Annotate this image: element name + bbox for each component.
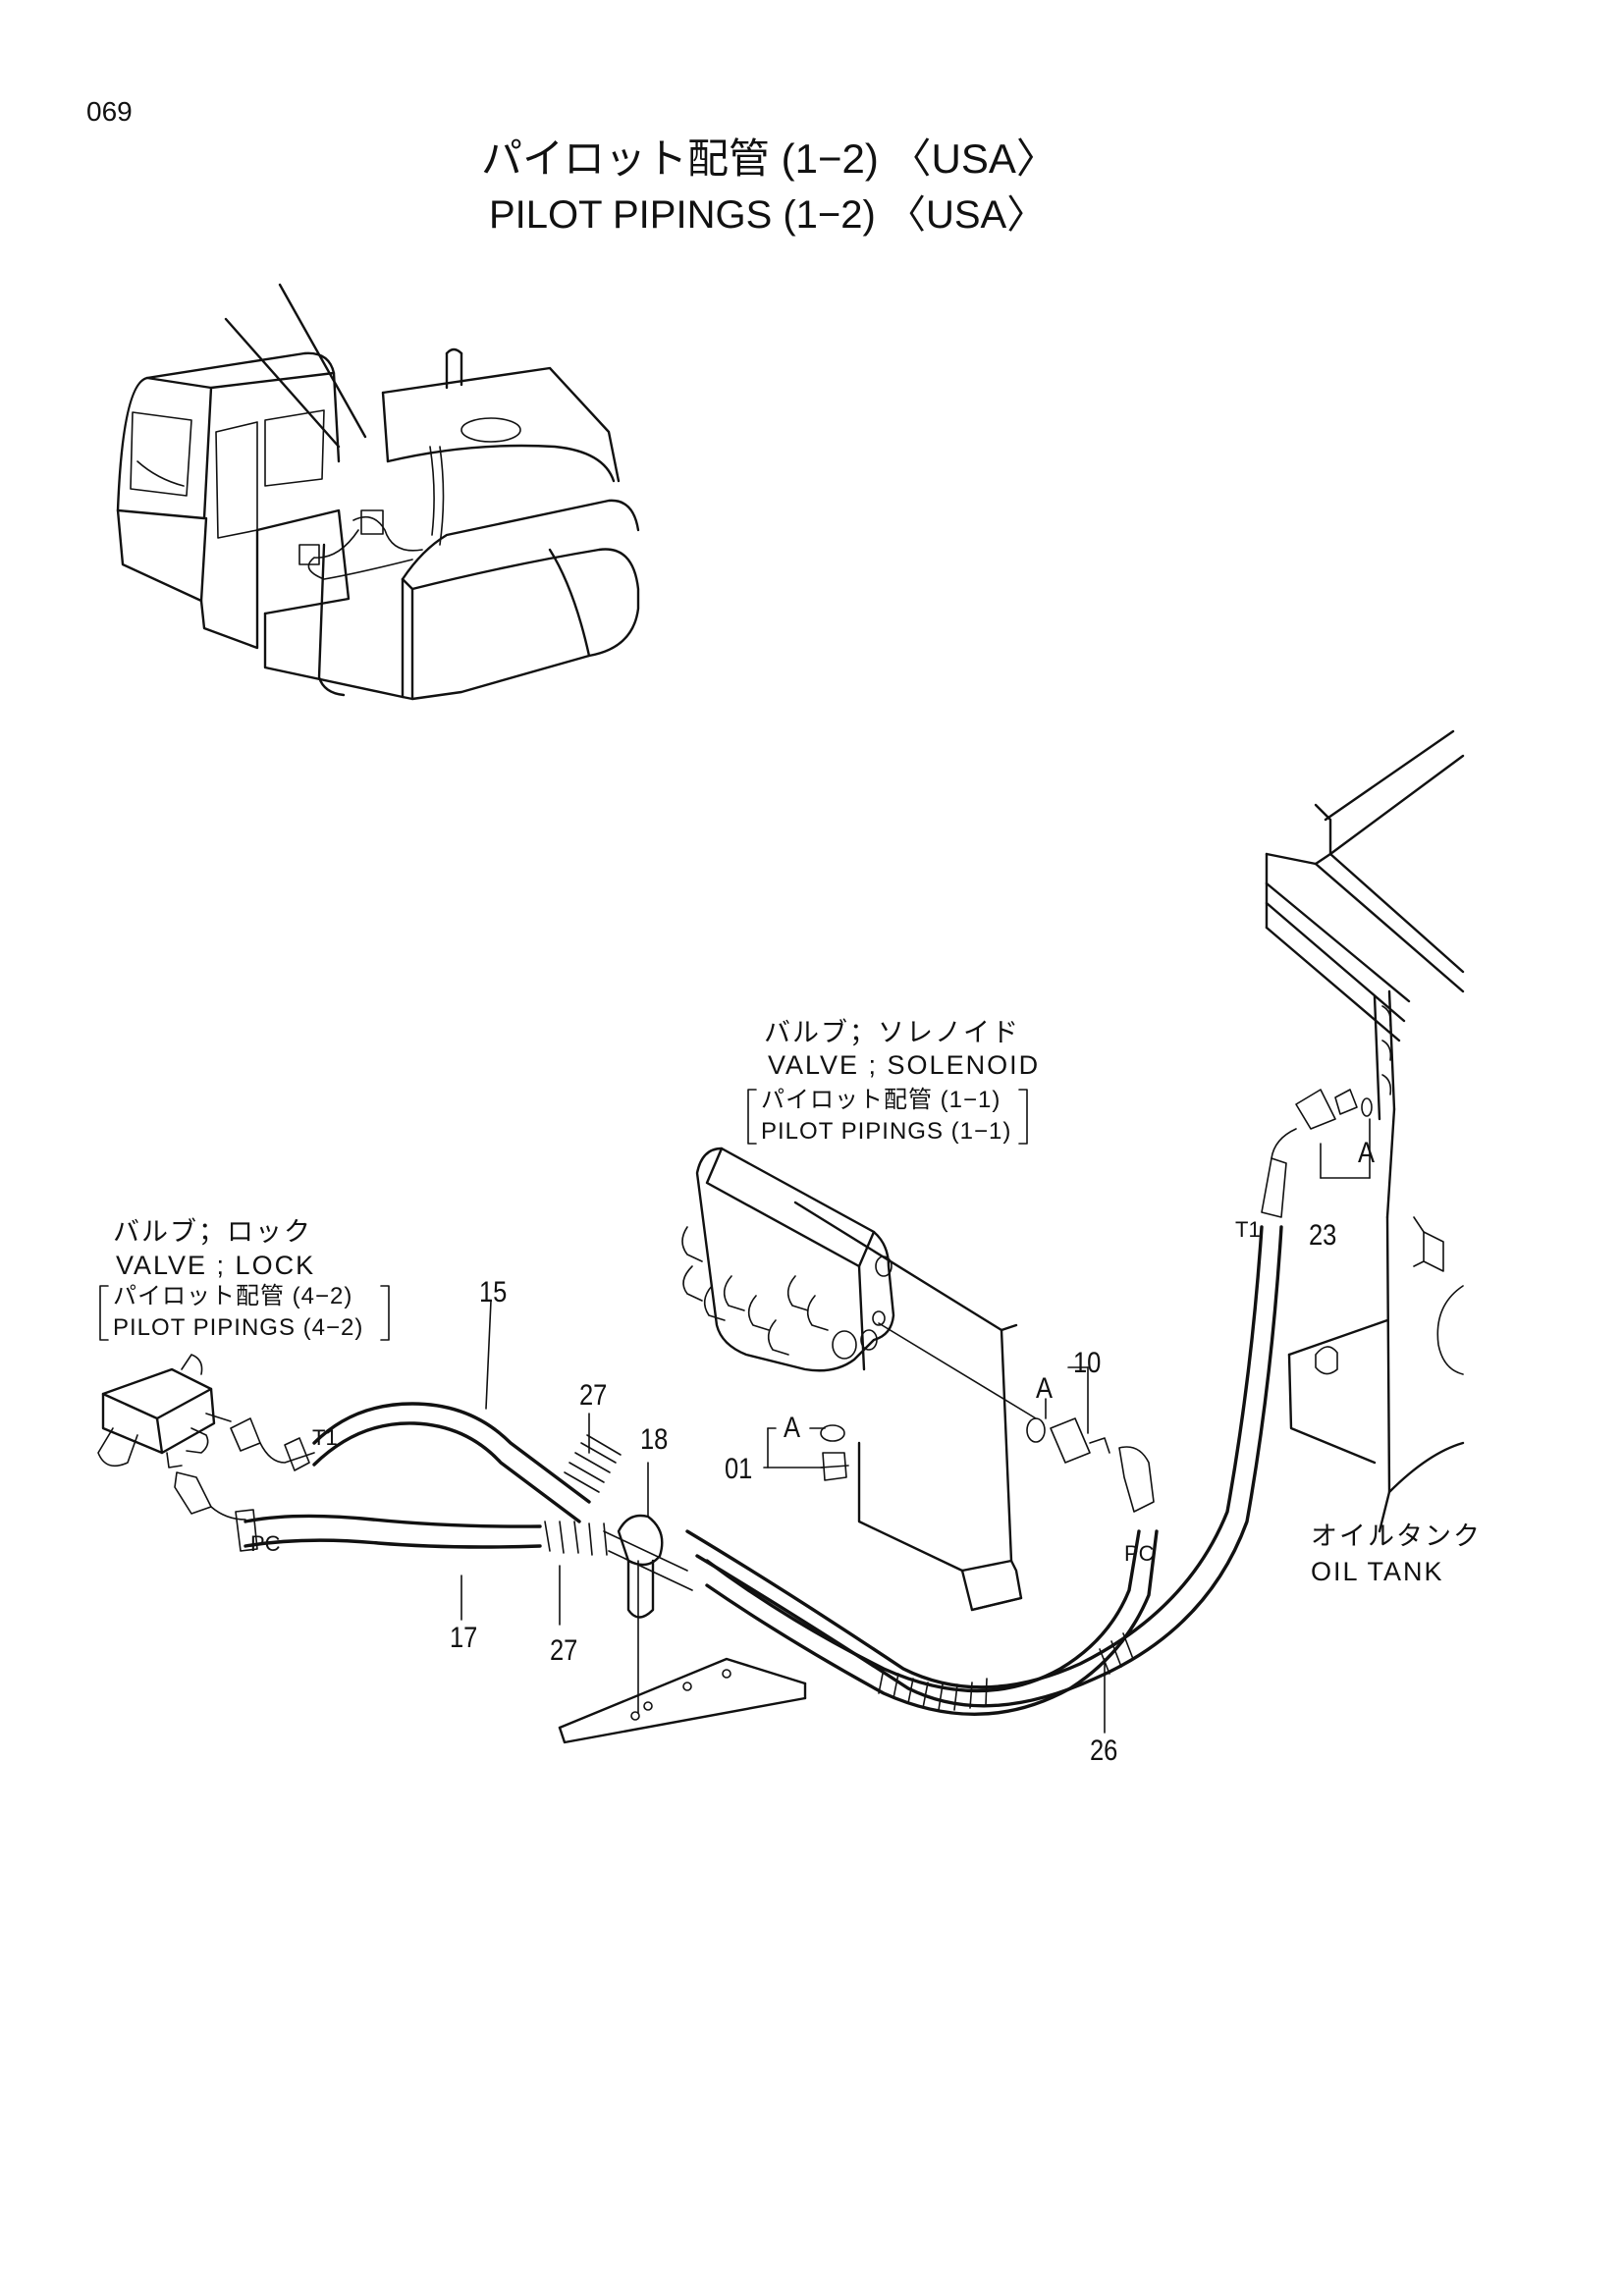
port-label-pc-right: PC: [1124, 1541, 1155, 1566]
part-number-10: 10: [1073, 1347, 1102, 1379]
part-number-01: 01: [725, 1453, 753, 1485]
lock-valve-label-jp: バルブ；ロック: [113, 1217, 312, 1247]
hose-long-lower: [705, 1529, 1159, 1717]
solenoid-valve-ref-en: PILOT PIPINGS (1−1): [761, 1118, 1012, 1145]
fitting-10: [1026, 1417, 1155, 1513]
leader-lines: [460, 1118, 1371, 1734]
sleeve-26: [878, 1632, 1134, 1711]
solenoid-valve-label-en: VALVE ; SOLENOID: [768, 1050, 1041, 1080]
hose-fittings-left: [174, 1417, 315, 1552]
fitting-01: [820, 1424, 849, 1481]
part-number-17: 17: [450, 1622, 478, 1654]
clamp-18: [603, 1514, 693, 1619]
fitting-23: [1261, 1089, 1373, 1218]
hose-long-upper: [685, 1225, 1283, 1708]
callout-brackets: [99, 1089, 1028, 1341]
sleeve-27-lower: [544, 1521, 608, 1556]
hose-15: [312, 1402, 591, 1523]
excavator-overview-illustration: [116, 283, 640, 701]
part-number-27-lower: 27: [550, 1634, 578, 1667]
oil-tank-label-en: OIL TANK: [1311, 1557, 1444, 1586]
lock-valve-label-en: VALVE ; LOCK: [116, 1251, 316, 1280]
port-label-t1-right: T1: [1235, 1217, 1261, 1242]
part-number-23: 23: [1309, 1219, 1337, 1252]
page-title-japanese: パイロット配管 (1−2) 〈USA〉: [481, 135, 1057, 182]
port-label-t1-left: T1: [312, 1425, 338, 1450]
frame-rail-illustration: [558, 1560, 807, 1744]
page-number: 069: [86, 96, 133, 127]
view-label-a-left: A: [784, 1412, 801, 1444]
view-label-a-mid: A: [1036, 1372, 1054, 1405]
part-number-18: 18: [640, 1423, 669, 1456]
view-label-a-right: A: [1358, 1137, 1376, 1169]
part-number-26: 26: [1090, 1735, 1118, 1767]
lock-valve-ref-jp: パイロット配管 (4−2): [113, 1283, 353, 1309]
solenoid-valve-illustration: [681, 1147, 1037, 1612]
port-label-pc-left: PC: [250, 1531, 281, 1556]
oil-tank-illustration: [1265, 729, 1465, 1533]
lock-valve-illustration: [97, 1354, 232, 1468]
solenoid-valve-ref-jp: パイロット配管 (1−1): [761, 1087, 1001, 1113]
part-number-27-upper: 27: [579, 1379, 608, 1412]
part-number-15: 15: [479, 1276, 508, 1308]
oil-tank-label-jp: オイルタンク: [1311, 1522, 1482, 1551]
page-title-english: PILOT PIPINGS (1−2) 〈USA〉: [489, 193, 1047, 237]
solenoid-valve-label-jp: バルブ；ソレノイド: [764, 1018, 1020, 1047]
hose-17: [243, 1514, 542, 1549]
lock-valve-ref-en: PILOT PIPINGS (4−2): [113, 1314, 364, 1341]
sleeve-27-upper: [564, 1434, 622, 1493]
